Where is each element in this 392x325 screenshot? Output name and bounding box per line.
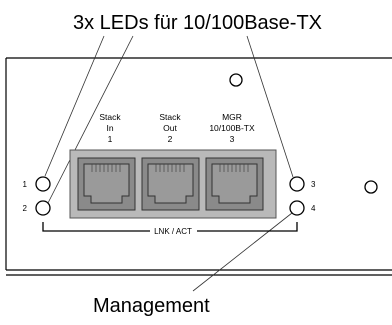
port-labels: Stack In 1 Stack Out 2 MGR 10/100B-TX 3: [99, 112, 255, 144]
lnk-act-label: LNK / ACT: [154, 227, 192, 236]
panel-frame: [5, 57, 392, 276]
port-2-label-line2: Out: [163, 123, 177, 133]
port-2-number: 2: [168, 134, 173, 144]
led-2-icon: [35, 200, 51, 216]
screw-hole-right: [364, 180, 378, 194]
port-2-label-line1: Stack: [159, 112, 181, 122]
led-group-right: 3 4: [289, 176, 316, 216]
lnk-act-bracket: [42, 222, 298, 232]
rj45-port-3: [205, 157, 264, 211]
port-3-label-line1: MGR: [222, 112, 242, 122]
rj45-port-2: [141, 157, 200, 211]
port-1-label-line2: In: [106, 123, 113, 133]
led-3-number: 3: [311, 180, 316, 189]
port-3-number: 3: [230, 134, 235, 144]
port-1-label-line1: Stack: [99, 112, 121, 122]
led-group-left: 1 2: [23, 176, 51, 216]
rj45-port-1: [77, 157, 136, 211]
screw-hole-top: [229, 73, 243, 87]
bottom-callout-text: Management: [93, 295, 210, 317]
top-callout-text: 3x LEDs für 10/100Base-TX: [73, 12, 322, 34]
port-1-number: 1: [108, 134, 113, 144]
port-3-label-line2: 10/100B-TX: [209, 123, 255, 133]
led-1-number: 1: [23, 180, 28, 189]
led-2-number: 2: [23, 204, 28, 213]
led-1-icon: [35, 176, 51, 192]
led-4-icon: [289, 200, 305, 216]
leader-lines: [44, 35, 294, 292]
led-4-number: 4: [311, 204, 316, 213]
led-3-icon: [289, 176, 305, 192]
